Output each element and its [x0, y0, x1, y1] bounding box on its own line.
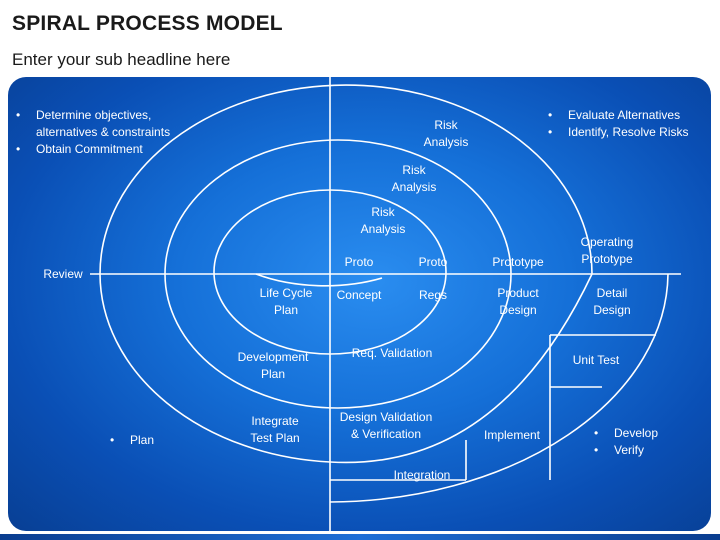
note-obtain-commitment: Obtain Commitment: [12, 141, 170, 158]
label-development-plan: Development Plan: [237, 350, 309, 381]
note-top-right: Evaluate Alternatives Identify, Resolve …: [544, 107, 689, 141]
note-verify: Verify: [590, 442, 658, 459]
label-design-validation: Design Validation & Verification: [339, 410, 433, 441]
label-regs: Regs: [418, 288, 447, 302]
spiral-ellipse-1: [213, 189, 447, 355]
spiral-arc-outer-upper: [99, 84, 593, 275]
spiral-arc-outer-lower-left: [99, 273, 331, 463]
footer-bar: [0, 534, 720, 540]
label-risk-analysis-middle: Risk Analysis: [391, 163, 437, 194]
label-risk-analysis-inner: Risk Analysis: [360, 205, 406, 236]
spiral-arc-outermost: [329, 273, 669, 503]
label-life-cycle-plan: Life Cycle Plan: [259, 286, 313, 317]
label-req-validation: Req. Validation: [351, 346, 433, 360]
note-top-left: Determine objectives, alternatives & con…: [12, 107, 170, 158]
page-title: SPIRAL PROCESS MODEL: [12, 12, 283, 35]
note-develop: Develop: [590, 425, 658, 442]
label-detail-design: Detail Design: [593, 286, 631, 317]
label-implement: Implement: [483, 428, 541, 442]
spiral-arc-inner-lower: [255, 273, 383, 287]
page-subtitle: Enter your sub headline here: [12, 50, 231, 69]
label-prototype: Prototype: [492, 255, 544, 269]
spiral-diagram: [90, 77, 681, 531]
spiral-arc-outer-lower-right: [329, 273, 593, 464]
label-integration: Integration: [393, 468, 451, 482]
note-identify-risks: Identify, Resolve Risks: [544, 124, 689, 141]
label-operating-prototype: Operating Prototype: [580, 235, 634, 266]
note-plan: Plan: [106, 432, 154, 449]
label-risk-analysis-outer: Risk Analysis: [423, 118, 469, 149]
label-integrate-test-plan: Integrate Test Plan: [250, 414, 300, 445]
label-concept: Concept: [336, 288, 382, 302]
label-proto-1: Proto: [344, 255, 374, 269]
label-unit-test: Unit Test: [572, 353, 620, 367]
note-bottom-right: Develop Verify: [590, 425, 658, 459]
label-review: Review: [43, 267, 83, 281]
label-product-design: Product Design: [497, 286, 539, 317]
spiral-diagram-panel: Determine objectives, alternatives & con…: [8, 77, 711, 531]
note-evaluate-alternatives: Evaluate Alternatives: [544, 107, 689, 124]
note-bottom-left: Plan: [106, 432, 154, 449]
note-determine-objectives: Determine objectives, alternatives & con…: [12, 107, 170, 141]
spiral-ellipse-2: [164, 139, 512, 409]
label-proto-2: Proto: [418, 255, 448, 269]
